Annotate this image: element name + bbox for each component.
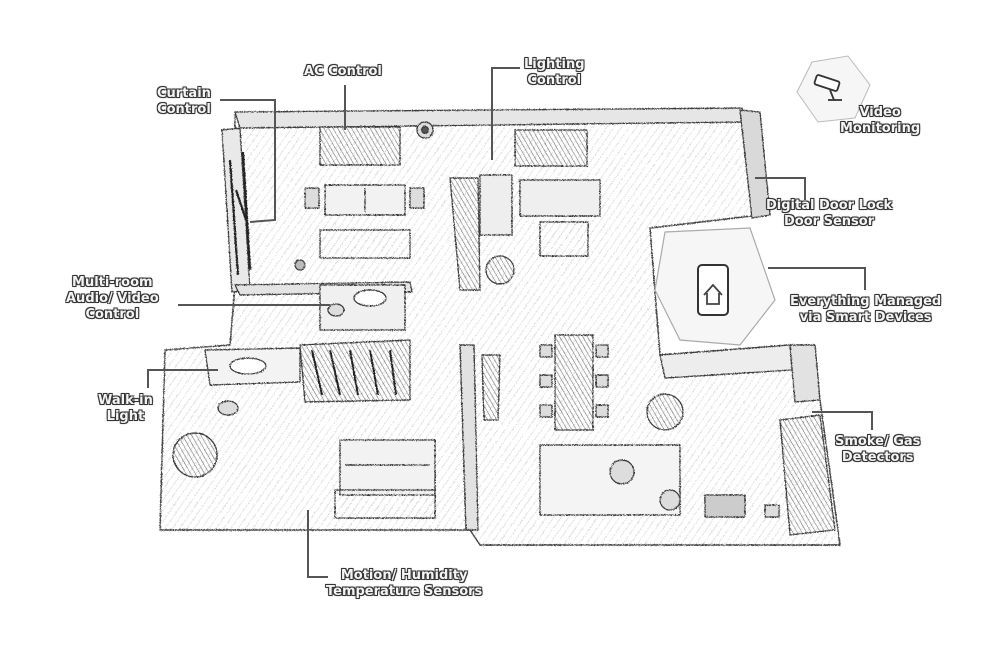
label-multiroom-audio-video: Multi-room Audio/ Video Control [66, 275, 159, 323]
label-video-monitoring: Video Monitoring [840, 105, 920, 137]
label-ac-control: AC Control [304, 64, 382, 80]
label-lighting-line-1: Lighting [524, 57, 585, 72]
label-audio-line-2: Audio/ Video [66, 291, 159, 306]
kitchen-counter [779, 414, 836, 536]
label-motion-line-1: Motion/ Humidity [340, 568, 468, 583]
label-ac-line-1: AC Control [304, 64, 382, 79]
label-video-line-2: Monitoring [840, 121, 921, 136]
smartphone-home-icon [697, 264, 729, 316]
shelf-partition [449, 177, 481, 291]
curtain-window [228, 151, 252, 276]
label-walk-in-light: Walk-in Light [98, 393, 153, 425]
leader-motion [307, 510, 328, 578]
label-smoke-line-2: Detectors [841, 450, 914, 465]
floor-plan [159, 107, 841, 546]
label-curtain-control: Curtain Control [157, 86, 211, 118]
leader-lock [755, 177, 806, 200]
security-camera-icon [813, 74, 842, 101]
smart-device-hexagon [654, 227, 776, 346]
label-motion-sensors: Motion/ Humidity Temperature Sensors [326, 568, 482, 600]
label-digital-door-lock: Digital Door Lock Door Sensor [766, 198, 892, 230]
label-lighting-line-2: Control [527, 73, 582, 88]
callout-leaders [147, 67, 873, 578]
floor-slab [159, 109, 841, 546]
label-smoke-line-1: Smoke/ Gas [835, 434, 921, 449]
dining-table [554, 334, 594, 431]
label-smart-devices: Everything Managed via Smart Devices [790, 294, 941, 326]
right-wall [739, 109, 771, 219]
leader-walkin [147, 369, 218, 388]
label-video-line-1: Video [859, 105, 901, 120]
label-walkin-line-2: Light [106, 409, 145, 424]
leader-smoke [812, 411, 873, 430]
plant [646, 393, 684, 431]
label-lock-line-1: Digital Door Lock [766, 198, 893, 213]
label-walkin-line-1: Walk-in [98, 393, 153, 408]
leader-lighting [491, 67, 520, 160]
bed [339, 439, 436, 496]
label-curtain-line-1: Curtain [157, 86, 211, 101]
leader-curtain [220, 99, 276, 223]
lighting-artwork [514, 129, 588, 167]
label-lock-line-2: Door Sensor [784, 214, 875, 229]
label-curtain-line-2: Control [157, 102, 211, 117]
plant [172, 432, 218, 478]
label-motion-line-2: Temperature Sensors [326, 584, 483, 599]
label-audio-line-1: Multi-room [72, 275, 153, 290]
leader-smart [768, 267, 866, 290]
video-monitoring-badge [796, 55, 871, 123]
label-smart-line-2: via Smart Devices [799, 310, 932, 325]
ac-artwork [319, 126, 401, 166]
label-smart-line-1: Everything Managed [790, 294, 942, 309]
label-smoke-gas-detectors: Smoke/ Gas Detectors [835, 434, 920, 466]
label-lighting-control: Lighting Control [524, 57, 585, 89]
label-audio-line-3: Control [85, 307, 140, 322]
